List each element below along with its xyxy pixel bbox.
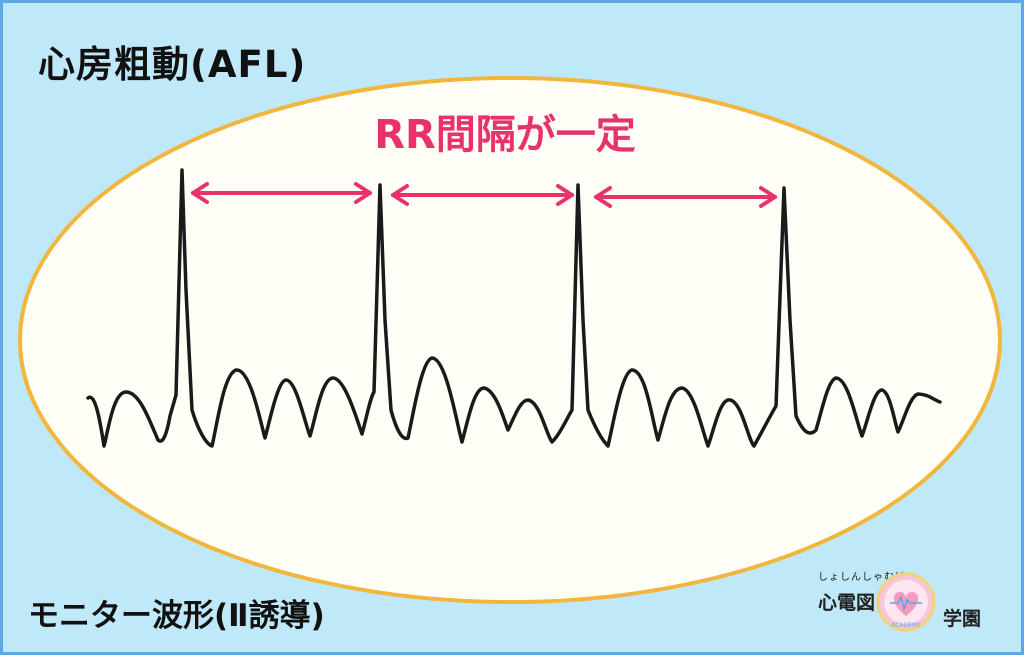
- rr-arrows: [191, 182, 777, 208]
- lead-label: モニター波形(Ⅱ誘導): [28, 598, 325, 634]
- academy-logo: しょしんしゃむけ 心電図 ACADEMY 学園: [818, 568, 988, 640]
- diagram-title: 心房粗動(AFL): [38, 43, 307, 86]
- ecg-waveform: [86, 168, 942, 448]
- highlight-ellipse: [18, 76, 1002, 604]
- svg-text:ACADEMY: ACADEMY: [891, 622, 921, 629]
- heart-logo-icon: ACADEMY: [876, 572, 936, 632]
- rr-interval-label: RR間隔が一定: [374, 112, 636, 158]
- rr-arrow-3: [594, 186, 777, 208]
- logo-ruby-text: しょしんしゃむけ: [818, 572, 906, 583]
- logo-right-text: 学園: [943, 608, 982, 630]
- rr-arrow-2: [391, 184, 574, 206]
- rr-arrow-1: [191, 182, 372, 204]
- logo-left-text: 心電図: [818, 592, 876, 614]
